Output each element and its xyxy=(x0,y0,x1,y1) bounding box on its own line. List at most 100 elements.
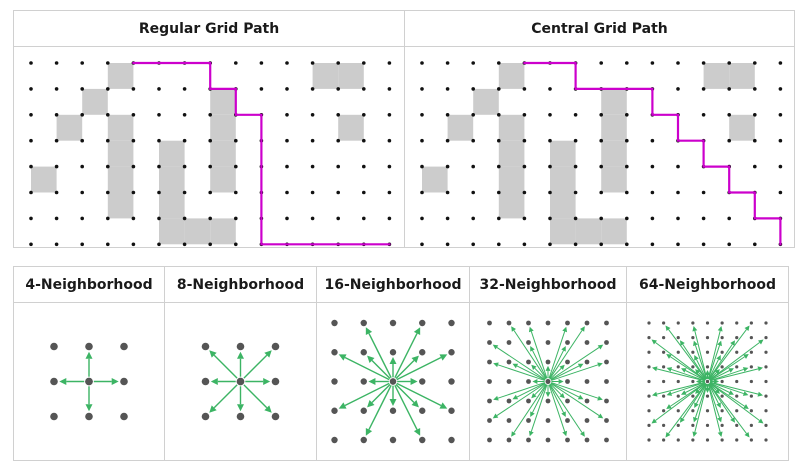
neighbor-dot xyxy=(662,394,666,398)
neighbor-arrow xyxy=(708,344,733,380)
grid-dot xyxy=(420,216,424,221)
neighbor-arrow xyxy=(213,354,238,379)
obstacle-cell xyxy=(159,166,185,193)
neighbor-arrow xyxy=(497,364,545,381)
neighbor-dot xyxy=(360,349,367,356)
neighbor-dot xyxy=(201,377,210,386)
neighbor-dot xyxy=(705,394,710,398)
grid-dot xyxy=(387,113,392,117)
obstacle-cell xyxy=(575,218,602,245)
neighbor-dot xyxy=(271,377,280,386)
neighbor-arrowhead xyxy=(730,340,736,346)
neighbor-dot xyxy=(419,407,426,414)
grid-dot xyxy=(599,242,603,247)
grid-dot xyxy=(522,113,527,117)
neighbor-dot xyxy=(662,321,666,325)
neighbor-arrowhead xyxy=(209,350,217,358)
neighbor-dot xyxy=(691,409,695,413)
obstacle-cell xyxy=(473,88,499,115)
neighbor-dot xyxy=(487,379,492,384)
grid-dot xyxy=(80,138,84,143)
grid-dot xyxy=(80,190,84,195)
neighbor-arrowhead xyxy=(530,345,535,352)
grid-dot xyxy=(650,138,655,143)
grid-dot xyxy=(106,138,110,143)
neighbor-arrowhead xyxy=(681,390,687,395)
grid-dot xyxy=(445,190,450,195)
obstacle-cell xyxy=(601,140,627,167)
neighbor-dot xyxy=(604,418,609,423)
center-node xyxy=(85,377,93,386)
regular-grid-title: Regular Grid Path xyxy=(14,11,404,47)
neighbor-arrow xyxy=(694,383,708,433)
neighbor-arrowhead xyxy=(705,388,710,394)
neighbor-dot xyxy=(662,336,666,340)
grid-dot xyxy=(285,216,289,221)
neighbor-arrow xyxy=(708,383,747,434)
grid-dot xyxy=(29,216,33,221)
grid-dot xyxy=(157,242,161,247)
obstacle-cell xyxy=(210,218,236,245)
neighbor-dot xyxy=(691,423,695,427)
grid-dot xyxy=(80,87,84,91)
grid-dot xyxy=(522,216,527,221)
obstacle-cell xyxy=(82,88,108,115)
neighbor-dot xyxy=(676,423,680,427)
grid-dot xyxy=(259,61,264,65)
obstacle-cell xyxy=(550,218,576,245)
neighbor-arrow xyxy=(682,344,707,380)
neighbor-dot xyxy=(584,379,590,384)
grid-dot xyxy=(182,190,187,195)
neighbor-arrow xyxy=(371,383,391,403)
grid-dot xyxy=(548,138,552,143)
neighbor-arrow xyxy=(395,383,415,403)
neighbor-arrow xyxy=(532,350,547,379)
neighbor-arrowhead xyxy=(597,413,604,419)
grid-dot xyxy=(778,113,783,117)
grid-dot xyxy=(625,61,629,65)
neighbor-arrowhead xyxy=(545,392,551,398)
grid-dot xyxy=(522,138,527,143)
central-path-line xyxy=(523,61,782,246)
grid-dot xyxy=(157,87,161,91)
neighbor-dot xyxy=(647,409,651,413)
grid-dot xyxy=(676,216,680,221)
neighbor-arrowhead xyxy=(714,388,720,394)
grid-dot xyxy=(701,113,706,117)
neighbor-arrow xyxy=(670,382,706,407)
neighbor-arrowhead xyxy=(695,388,701,394)
neighbor-dot xyxy=(749,438,753,442)
neighbor-arrowhead xyxy=(743,404,749,410)
neighbor-arrowhead xyxy=(716,402,721,408)
neighbor-arrow xyxy=(656,368,706,382)
neighbor-dot xyxy=(764,321,768,325)
neighbor-arrowhead xyxy=(338,354,347,361)
neighbor-arrow xyxy=(396,356,442,381)
grid-dot xyxy=(362,138,366,143)
neighbor-dot xyxy=(201,342,210,351)
neighbor-arrow xyxy=(685,370,706,381)
neighbor-dot xyxy=(705,350,710,354)
grid-dot xyxy=(497,87,501,91)
grid-dot xyxy=(29,190,33,195)
neighbor-dot xyxy=(448,378,455,385)
neighbor-arrow xyxy=(516,382,546,398)
neighbor-arrow xyxy=(394,384,418,430)
neighbor-arrowhead xyxy=(528,430,534,437)
neighbor-arrow xyxy=(656,381,706,395)
neighbor-arrow xyxy=(707,383,721,418)
grid-dot xyxy=(497,61,501,65)
neighbor-dot xyxy=(584,398,590,404)
neighbor-arrow xyxy=(696,383,707,404)
grid-dot xyxy=(599,190,603,195)
grid-dot xyxy=(701,242,706,247)
neighbor-dot xyxy=(676,321,680,325)
grid-dot xyxy=(548,216,552,221)
grid-dot xyxy=(234,242,238,247)
neighbor-arrow xyxy=(550,367,562,380)
neighbor-arrowhead xyxy=(757,391,763,397)
neighbor-dot xyxy=(526,418,531,423)
grid-dot xyxy=(208,216,212,221)
obstacle-cell xyxy=(107,192,134,219)
neighbor-arrowhead xyxy=(493,362,499,368)
